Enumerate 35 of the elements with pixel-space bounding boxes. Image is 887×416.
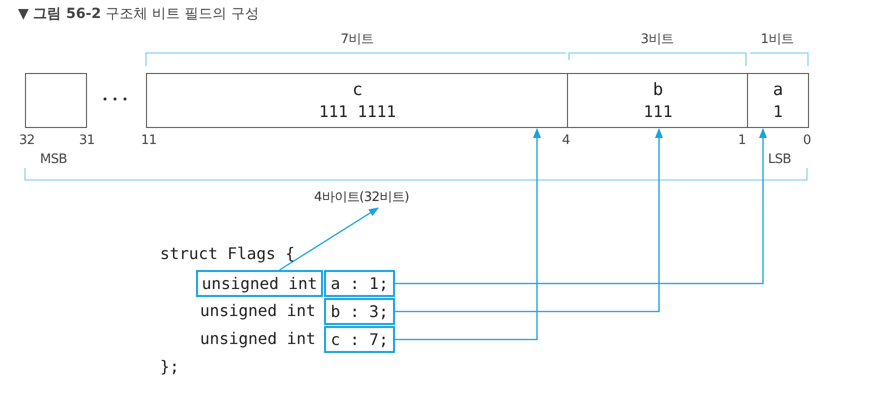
code-line: unsigned int	[200, 329, 316, 348]
bit-position-label: 1	[738, 133, 746, 148]
field-highlight: c : 7;	[324, 326, 395, 353]
code-line: unsigned int	[200, 301, 316, 320]
bit-value: 111 1111	[318, 100, 396, 122]
arrow	[395, 128, 767, 284]
arrow	[395, 128, 663, 312]
bit-position-label: 0	[803, 133, 811, 148]
bit-field-cell	[567, 73, 749, 128]
bit-order-label: LSB	[768, 152, 791, 167]
bit-width-label: 7비트	[340, 31, 374, 48]
code-line: };	[160, 357, 180, 376]
bit-position-label: 4	[562, 133, 570, 148]
field-highlight: b : 3;	[324, 298, 395, 325]
bit-order-label: MSB	[40, 152, 67, 167]
arrow	[395, 128, 541, 340]
bit-width-label: 1비트	[760, 31, 794, 48]
type-highlight: unsigned int	[196, 270, 323, 297]
bit-value: 1	[773, 100, 783, 122]
bit-position-label: 31	[79, 133, 95, 148]
bit-width-label: 3비트	[640, 31, 674, 48]
field-name: b	[652, 78, 664, 100]
bit-cell	[25, 73, 87, 128]
figure-title: ▼ 그림 56-2 구조체 비트 필드의 구성	[18, 5, 259, 23]
field-name: c	[352, 78, 363, 100]
bit-field-cell	[747, 73, 809, 128]
field-name: a	[772, 78, 784, 100]
bit-value: 111	[644, 100, 672, 122]
code-line: struct Flags {	[160, 244, 295, 263]
bit-position-label: 32	[19, 133, 35, 148]
bit-field-cell	[146, 73, 569, 128]
field-highlight: a : 1;	[324, 270, 395, 297]
bit-position-label: 11	[141, 133, 157, 148]
arrow	[279, 207, 379, 271]
size-label: 4바이트(32비트)	[314, 188, 409, 206]
